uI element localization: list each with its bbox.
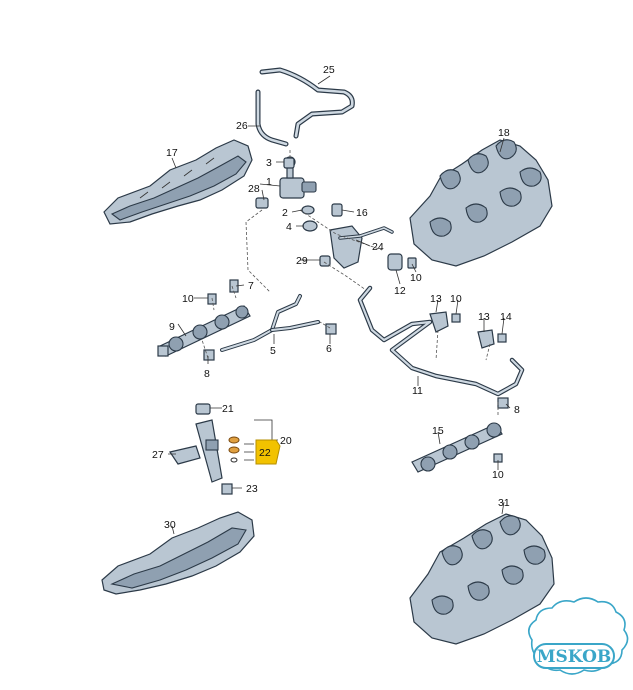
bolt-23 bbox=[221, 483, 233, 495]
seal-kit-22 bbox=[228, 436, 240, 463]
seal-ring-2 bbox=[301, 205, 315, 215]
label-2: 2 bbox=[282, 207, 288, 219]
label-17: 17 bbox=[166, 147, 178, 159]
bolt-10-a bbox=[407, 257, 417, 269]
label-13-b: 13 bbox=[478, 311, 490, 323]
bolt-10-c bbox=[451, 313, 461, 323]
label-6: 6 bbox=[326, 343, 332, 355]
label-27: 27 bbox=[152, 449, 164, 461]
bolt-8-b bbox=[497, 397, 509, 409]
cylinder-head-cover-17 bbox=[103, 139, 253, 225]
label-22: 22 bbox=[259, 447, 271, 459]
part-labels: 25 26 18 17 3 1 28 2 16 4 24 29 10 12 7 … bbox=[152, 64, 520, 531]
label-30: 30 bbox=[164, 519, 176, 531]
label-23: 23 bbox=[246, 483, 258, 495]
label-13-a: 13 bbox=[430, 293, 442, 305]
label-10-b: 10 bbox=[182, 293, 194, 305]
watermark-text: MSKOB bbox=[537, 647, 612, 667]
label-9: 9 bbox=[169, 321, 175, 333]
clamp-21 bbox=[195, 403, 211, 415]
label-11: 11 bbox=[412, 385, 423, 397]
bracket-27 bbox=[169, 445, 201, 465]
fuel-rail-9 bbox=[157, 305, 251, 357]
bolt-6 bbox=[325, 323, 337, 335]
injector-20 bbox=[195, 419, 223, 483]
label-4: 4 bbox=[286, 221, 292, 233]
label-8-b: 8 bbox=[514, 404, 520, 416]
label-15: 15 bbox=[432, 425, 444, 437]
label-1: 1 bbox=[266, 176, 272, 188]
label-20: 20 bbox=[280, 435, 292, 447]
bolt-14 bbox=[497, 333, 507, 343]
label-7: 7 bbox=[248, 280, 254, 292]
label-28: 28 bbox=[248, 183, 260, 195]
label-14: 14 bbox=[500, 311, 512, 323]
label-12: 12 bbox=[394, 285, 406, 297]
highlight-badge-22 bbox=[255, 439, 281, 465]
cylinder-head-cover-30 bbox=[101, 511, 255, 595]
fuel-hose-25 bbox=[259, 67, 355, 139]
fuel-rail-15 bbox=[411, 422, 503, 473]
bolt-28 bbox=[255, 197, 269, 209]
fuel-line-11 bbox=[357, 285, 525, 397]
label-10-a: 10 bbox=[410, 272, 422, 284]
guide-lines bbox=[201, 150, 499, 416]
bolt-8-a bbox=[203, 349, 215, 361]
watermark-logo: MSKOB bbox=[528, 597, 629, 675]
label-21: 21 bbox=[222, 403, 234, 415]
label-8-a: 8 bbox=[204, 368, 210, 380]
label-25: 25 bbox=[323, 64, 335, 76]
bolt-3 bbox=[283, 157, 295, 169]
cylinder-head-cover-18 bbox=[409, 139, 553, 267]
label-18: 18 bbox=[498, 127, 510, 139]
label-24: 24 bbox=[372, 241, 384, 253]
bolt-29 bbox=[319, 255, 331, 267]
label-3: 3 bbox=[266, 157, 272, 169]
high-pressure-pump bbox=[279, 156, 317, 199]
label-29: 29 bbox=[296, 255, 308, 267]
seal-ring-4 bbox=[302, 220, 318, 232]
leader-lines bbox=[168, 75, 511, 535]
fuel-line-5 bbox=[220, 294, 320, 352]
sensor-16 bbox=[331, 203, 343, 217]
bracket-13-a bbox=[429, 311, 449, 333]
label-10-c: 10 bbox=[450, 293, 462, 305]
bracket-13-b bbox=[477, 329, 495, 349]
label-31: 31 bbox=[498, 497, 510, 509]
fuel-hose-26 bbox=[255, 89, 289, 147]
sensor-12 bbox=[387, 253, 403, 271]
label-26: 26 bbox=[236, 120, 248, 132]
label-16: 16 bbox=[356, 207, 368, 219]
label-10-d: 10 bbox=[492, 469, 504, 481]
bracket-24 bbox=[329, 225, 394, 269]
label-5: 5 bbox=[270, 345, 276, 357]
cylinder-head-cover-31 bbox=[409, 513, 555, 645]
